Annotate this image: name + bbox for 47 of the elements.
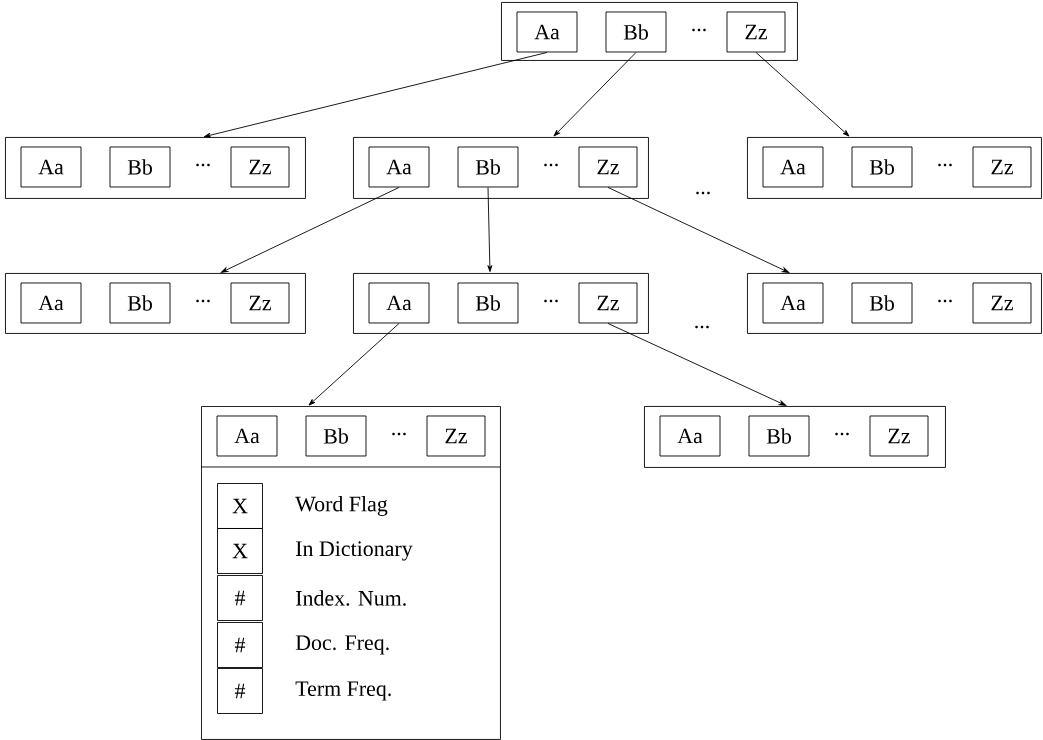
letter-cell: Aa — [20, 282, 82, 324]
field-label: Word Flag — [295, 496, 388, 516]
field-box: # — [217, 668, 263, 714]
letter-cell: Aa — [762, 282, 824, 324]
letter-cell: Zz — [578, 282, 638, 324]
letter-cell: Zz — [869, 415, 929, 457]
letter-cell: Zz — [230, 146, 290, 188]
letter-cell: Aa — [368, 146, 430, 188]
field-label: Doc. Freq. — [295, 635, 389, 655]
field-label: Term Freq. — [295, 681, 391, 701]
arrow — [203, 52, 548, 138]
letter-cell: Zz — [426, 415, 486, 457]
letter-cell: Zz — [230, 282, 290, 324]
field-label: Index. Num. — [296, 590, 406, 606]
letter-cell: Bb — [851, 146, 913, 188]
arrow — [607, 323, 787, 406]
letter-cell: Bb — [305, 415, 367, 457]
arrow — [553, 52, 637, 137]
ellipsis: ... — [695, 325, 709, 329]
letter-cell: Bb — [457, 146, 519, 188]
letter-cell: Aa — [516, 11, 578, 53]
letter-cell: Zz — [578, 146, 638, 188]
letter-cell: Bb — [748, 415, 810, 457]
arrow — [607, 187, 790, 273]
field-box: # — [217, 622, 263, 668]
arrow — [220, 187, 400, 273]
field-label: In Dictionary — [296, 541, 413, 561]
arrow — [487, 187, 493, 273]
arrow — [755, 52, 850, 137]
letter-cell: Zz — [972, 146, 1032, 188]
letter-cell: Aa — [20, 146, 82, 188]
ellipsis: ... — [696, 191, 710, 195]
letter-cell: Bb — [851, 282, 913, 324]
field-box: # — [217, 575, 263, 621]
letter-cell: Zz — [972, 282, 1032, 324]
letter-cell: Bb — [109, 146, 171, 188]
letter-cell: Aa — [659, 415, 721, 457]
letter-cell: Aa — [762, 146, 824, 188]
letter-cell: Zz — [726, 11, 786, 53]
field-box: X — [217, 528, 263, 574]
letter-cell: Aa — [216, 415, 278, 457]
letter-cell: Bb — [109, 282, 171, 324]
field-box: X — [217, 483, 263, 529]
letter-cell: Bb — [605, 11, 667, 53]
letter-cell: Bb — [457, 282, 519, 324]
letter-cell: Aa — [368, 282, 430, 324]
arrow — [308, 323, 400, 406]
